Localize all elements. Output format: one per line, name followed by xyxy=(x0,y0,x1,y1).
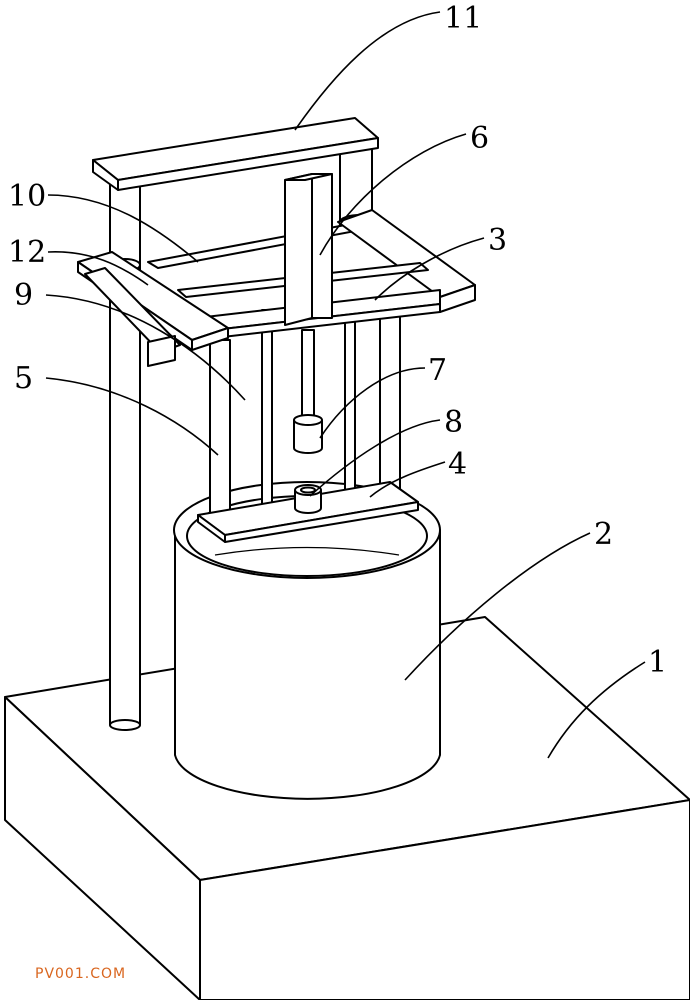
part-labels: 11 6 10 3 12 9 5 7 8 4 2 1 xyxy=(8,1,667,680)
guide-rod-front-right xyxy=(379,299,401,496)
hydraulic-block-top xyxy=(284,173,333,181)
left-rail-end xyxy=(191,327,229,351)
hydraulic-block-front xyxy=(284,173,313,326)
hydraulic-block xyxy=(284,173,333,326)
punch-head-body xyxy=(293,419,323,454)
hydraulic-block-side xyxy=(311,173,333,319)
leader-lines xyxy=(45,11,646,759)
leader-2 xyxy=(404,532,591,681)
leader-1 xyxy=(547,661,646,759)
leader-12 xyxy=(47,251,149,286)
label-6: 6 xyxy=(470,121,489,156)
base-left-face xyxy=(4,696,201,1000)
piston-rod xyxy=(301,329,315,421)
label-9: 9 xyxy=(14,278,33,313)
mold-cup xyxy=(294,484,322,514)
punch xyxy=(293,329,323,454)
lower-plate-front xyxy=(224,501,419,543)
guide-rod-back-left xyxy=(261,309,273,506)
label-3: 3 xyxy=(488,223,507,258)
punch-head-top xyxy=(293,414,323,426)
cylinder-liquid-line xyxy=(214,546,400,556)
leader-7 xyxy=(319,367,426,439)
label-7: 7 xyxy=(428,353,447,388)
leader-5 xyxy=(45,377,219,456)
mold-cup-hole xyxy=(300,486,316,494)
label-12: 12 xyxy=(8,235,46,270)
label-5: 5 xyxy=(14,361,33,396)
base-front-face xyxy=(199,799,690,1000)
right-rail xyxy=(337,209,476,298)
top-beam xyxy=(92,117,379,191)
leader-11 xyxy=(294,11,441,131)
watermark: PV001.COM xyxy=(35,966,126,982)
left-guide-rod xyxy=(109,264,141,731)
leader-10 xyxy=(47,194,199,263)
label-4: 4 xyxy=(448,447,467,482)
mold-cup-body xyxy=(294,489,322,514)
left-rod-body xyxy=(109,264,141,726)
label-8: 8 xyxy=(444,405,463,440)
left-rod-foot xyxy=(109,719,141,731)
under-bracket xyxy=(84,267,181,353)
leader-9 xyxy=(45,294,246,401)
label-10: 10 xyxy=(8,179,46,214)
label-1: 1 xyxy=(648,645,667,680)
cylinder-body xyxy=(174,529,441,800)
top-beam-front xyxy=(117,137,379,191)
leader-6 xyxy=(319,133,467,256)
under-bracket-block xyxy=(147,335,176,367)
leader-4 xyxy=(369,461,446,498)
label-11: 11 xyxy=(444,1,482,36)
leader-3 xyxy=(374,237,485,301)
leader-8 xyxy=(309,419,441,497)
label-2: 2 xyxy=(594,517,613,552)
